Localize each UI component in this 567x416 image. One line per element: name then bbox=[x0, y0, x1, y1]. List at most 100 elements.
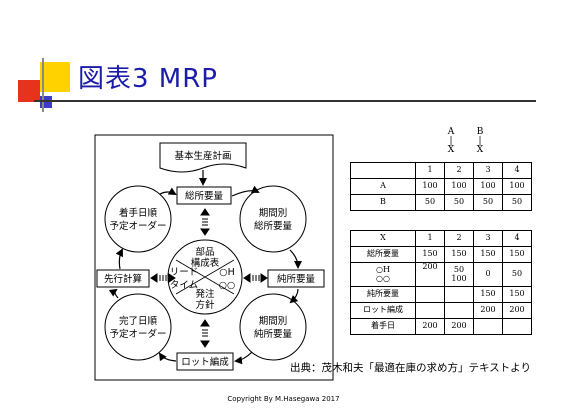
table-cell: 0 bbox=[473, 262, 503, 287]
table-row: ロット編成 200 200 bbox=[350, 302, 532, 319]
total-requirement-label: 総所要量 bbox=[185, 190, 224, 202]
diagram-frame bbox=[94, 134, 334, 381]
completion-order-circle bbox=[104, 293, 172, 361]
arrow-lot-to-completion bbox=[158, 352, 177, 362]
table-cell bbox=[444, 286, 474, 303]
order-policy-line1: 発注 bbox=[195, 288, 215, 300]
table-cell: B bbox=[350, 194, 416, 211]
table-row: B 50 50 50 50 bbox=[350, 194, 532, 211]
table-cell: 50 bbox=[415, 194, 445, 211]
period-total-line1: 期間別 bbox=[259, 208, 288, 219]
table-cell: 100 bbox=[502, 178, 532, 195]
bom-line1: 部品 bbox=[195, 246, 214, 258]
start-order-circle bbox=[104, 185, 172, 253]
table-cell: ロット編成 bbox=[350, 302, 416, 319]
completion-order-line1: 完了日順 bbox=[119, 315, 158, 327]
period-total-line2: 総所要量 bbox=[254, 220, 293, 232]
table-cell: 150 bbox=[444, 246, 474, 263]
lot-sizing-box bbox=[176, 352, 234, 371]
bom-b-parent: B bbox=[476, 127, 484, 137]
hub-link-bottom bbox=[200, 319, 210, 348]
bom-line2: 構成表 bbox=[191, 257, 220, 269]
table-cell: 200 bbox=[444, 318, 474, 335]
table-cell: 4 bbox=[502, 162, 532, 179]
table-cell: ○H ○○ bbox=[350, 262, 416, 287]
advance-calc-box bbox=[96, 269, 150, 288]
bom-a-child: X bbox=[447, 145, 455, 155]
accent-square-yellow bbox=[40, 62, 70, 92]
table-cell: 50 bbox=[502, 194, 532, 211]
table-cell: 総所要量 bbox=[350, 246, 416, 263]
total-requirement-box bbox=[176, 186, 232, 205]
table-cell: 1 bbox=[415, 162, 445, 179]
table-row: 純所要量 150 150 bbox=[350, 286, 532, 303]
table-cell: 200 bbox=[415, 318, 445, 335]
copyright-notice: Copyright By M.Hasegawa 2017 bbox=[227, 395, 340, 403]
lot-sizing-label: ロット編成 bbox=[181, 356, 229, 368]
table-cell: 4 bbox=[502, 230, 532, 247]
table-cell: 着手日 bbox=[350, 318, 416, 335]
table-cell: 50 100 bbox=[444, 262, 474, 287]
period-net-line2: 純所要量 bbox=[254, 328, 293, 340]
net-requirement-label: 純所要量 bbox=[277, 273, 316, 285]
table-cell bbox=[350, 162, 416, 179]
mrp-table: X 1 2 3 4 総所要量 150 150 150 150 ○H ○○ 200… bbox=[350, 230, 532, 335]
bom-header-a: A | X bbox=[444, 128, 458, 155]
arrow-period-net-to-lot bbox=[234, 351, 253, 365]
title-underline bbox=[34, 100, 536, 102]
bom-a-parent: A bbox=[447, 127, 455, 137]
base-plan-document bbox=[159, 142, 247, 173]
table-cell: 100 bbox=[415, 178, 445, 195]
oh-line2: ○○ bbox=[219, 280, 236, 291]
oh-line1: ○H bbox=[219, 267, 234, 278]
mrp-table-header: X 1 2 3 4 bbox=[350, 230, 532, 247]
table-cell: 2 bbox=[444, 162, 474, 179]
table-cell: X bbox=[350, 230, 416, 247]
table-cell: 2 bbox=[444, 230, 474, 247]
table-cell bbox=[415, 302, 445, 319]
table-cell: 純所要量 bbox=[350, 286, 416, 303]
lead-time-line1: リード bbox=[170, 267, 199, 278]
table-cell: A bbox=[350, 178, 416, 195]
table-cell bbox=[444, 302, 474, 319]
table-cell: 100 bbox=[444, 178, 474, 195]
arrow-advance-to-start bbox=[115, 248, 123, 270]
arrow-period-total-to-net bbox=[289, 249, 302, 269]
arrow-start-to-total bbox=[159, 187, 177, 195]
table-cell bbox=[415, 286, 445, 303]
accent-line-vertical bbox=[42, 58, 44, 112]
table-cell: 200 bbox=[473, 302, 503, 319]
order-policy-line2: 方針 bbox=[195, 299, 215, 311]
table-cell: 50 bbox=[473, 194, 503, 211]
advance-calc-label: 先行計算 bbox=[104, 273, 142, 285]
table-cell: 150 bbox=[502, 246, 532, 263]
arrow-total-to-period-total bbox=[231, 185, 260, 197]
period-total-circle bbox=[239, 185, 307, 253]
table-cell: 100 bbox=[473, 178, 503, 195]
table-cell: 150 bbox=[415, 246, 445, 263]
table-row: 着手日 200 200 bbox=[350, 318, 532, 335]
start-order-line2: 予定オーダー bbox=[109, 220, 166, 232]
demand-table-header: 1 2 3 4 bbox=[350, 162, 532, 179]
hub-link-top bbox=[200, 208, 210, 236]
table-cell: 3 bbox=[473, 230, 503, 247]
arrow-completion-to-advance bbox=[108, 288, 119, 299]
period-net-circle bbox=[239, 293, 307, 361]
period-net-line1: 期間別 bbox=[259, 316, 288, 327]
completion-order-line2: 予定オーダー bbox=[109, 328, 166, 340]
table-row: ○H ○○ 200 50 100 0 50 bbox=[350, 262, 532, 287]
table-cell: 50 bbox=[502, 262, 532, 287]
table-cell: 200 bbox=[502, 302, 532, 319]
table-row: 総所要量 150 150 150 150 bbox=[350, 246, 532, 263]
table-cell: 150 bbox=[502, 286, 532, 303]
table-cell: 1 bbox=[415, 230, 445, 247]
table-cell bbox=[502, 318, 532, 335]
accent-square-red bbox=[18, 80, 40, 102]
base-plan-label: 基本生産計画 bbox=[174, 150, 231, 162]
bom-b-link: | bbox=[478, 136, 482, 146]
hub-link-right bbox=[243, 273, 268, 283]
slide-title: 図表3 MRP bbox=[78, 64, 218, 94]
table-row: A 100 100 100 100 bbox=[350, 178, 532, 195]
table-cell: 150 bbox=[473, 286, 503, 303]
